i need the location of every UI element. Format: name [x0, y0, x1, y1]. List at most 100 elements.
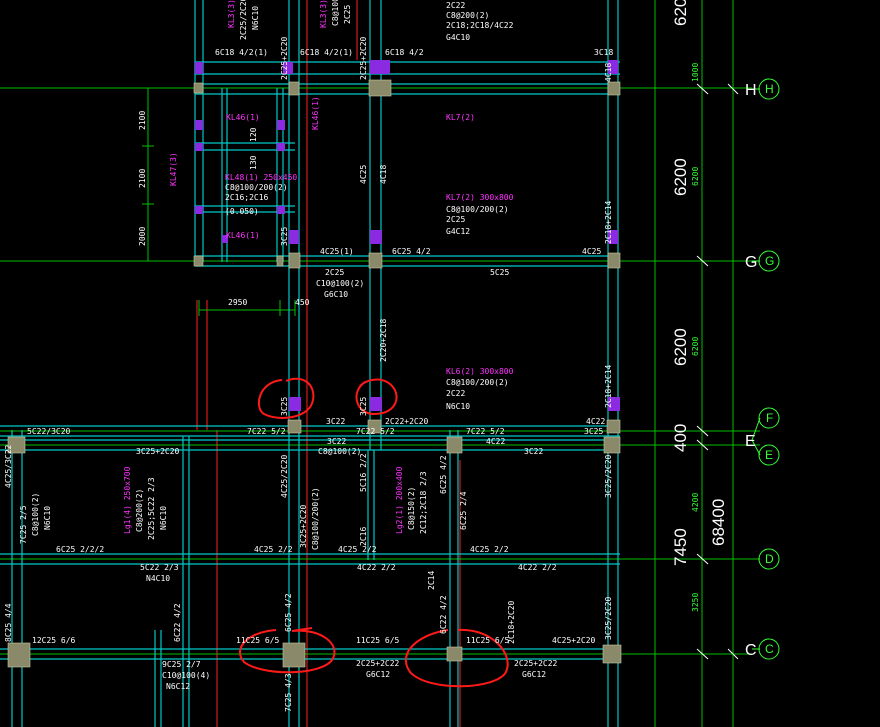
note: 3C25+2C20	[299, 504, 308, 548]
note: N6C10	[251, 6, 260, 30]
note: C8@100/200(2)	[225, 183, 288, 192]
note: 4C18	[604, 63, 613, 82]
markup-circle-2	[355, 378, 398, 416]
axis-bubble-H: H	[765, 82, 774, 96]
note: 2C25	[343, 5, 352, 24]
note: 2C18+2C14	[604, 200, 613, 244]
note: N6C12	[166, 682, 190, 691]
note: C8@100/200(2)	[311, 487, 320, 550]
note: 2C16	[359, 527, 368, 546]
note: G4C10	[446, 33, 470, 42]
note: 3C25	[280, 227, 289, 246]
note: C8@100(2)	[31, 493, 40, 536]
note: C8@100/200(2)	[446, 205, 509, 214]
note: 2C12;2C18 2/3	[419, 471, 428, 534]
dim-6200-mid: 6200	[671, 158, 690, 196]
note: 4C22	[586, 417, 605, 426]
note: 2C25+2C20	[359, 36, 368, 80]
axis-label-H: H	[745, 82, 757, 99]
note: 4C25/2C20	[280, 454, 289, 498]
note: 4C25 2/2	[254, 545, 293, 554]
note: N6C10	[43, 506, 52, 530]
note: 5C16 2/2	[359, 453, 368, 492]
note: 2C25	[325, 268, 344, 277]
dim-6200-top: 6200	[671, 0, 690, 26]
note: 11C25 6/5	[356, 636, 400, 645]
note: 2C20+2C18	[379, 318, 388, 362]
beams	[0, 0, 620, 727]
axis-bubble-G: G	[765, 254, 774, 268]
axis-label-C: C	[745, 642, 757, 659]
note: 3C22	[524, 447, 543, 456]
dim-green-4200: 4200	[691, 493, 700, 512]
dim-2950: 2950	[228, 298, 247, 307]
note: 4C25 2/2	[338, 545, 377, 554]
dim-2000: 2000	[138, 227, 147, 246]
markup-circle-4	[404, 628, 509, 688]
dim-6200-low: 6200	[671, 328, 690, 366]
note: 6C18 4/2(1)	[300, 48, 353, 57]
note: G6C10	[324, 290, 348, 299]
note: 6C25 2/2/2	[56, 545, 104, 554]
dim-130: 130	[249, 155, 258, 170]
note: 11C25 6/5	[466, 636, 510, 645]
columns	[7, 79, 622, 668]
note: C10@100(4)	[162, 671, 210, 680]
note: C10@100(2)	[316, 279, 364, 288]
dim-green-6200b: 6200	[691, 337, 700, 356]
note: 2C18+2C14	[604, 364, 613, 408]
dim-green-3250: 3250	[691, 593, 700, 612]
note: 6C25 2/4	[459, 491, 468, 530]
note: 3C25/2C20	[604, 454, 613, 498]
axis-bubbles	[751, 78, 780, 660]
axis-bubble-C: C	[765, 642, 774, 656]
note: 5C22 2/3	[140, 563, 179, 572]
dimension-texts: 6200 6200 6200 400 7450 68400 1000 6200 …	[138, 0, 728, 612]
note: 6C25 4/2	[284, 593, 293, 632]
note: 9C25 2/7	[162, 660, 201, 669]
note: 2C14	[427, 571, 436, 590]
note: N6C10	[159, 506, 168, 530]
rebar-marks	[195, 60, 620, 411]
note: 6C22 4/2	[439, 595, 448, 634]
red-markups	[238, 377, 509, 688]
markup-circle-3	[238, 627, 336, 674]
note: C8@200(2)	[446, 11, 489, 20]
note: C8@100	[331, 0, 340, 26]
note: 2C25+2C20	[280, 36, 289, 80]
note: 7C25 2/5	[19, 505, 28, 544]
note: 2C25	[446, 215, 465, 224]
note: 6C22 4/2	[173, 603, 182, 642]
axis-bubble-D: D	[765, 552, 774, 566]
dim-68400: 68400	[709, 499, 728, 546]
note: 3C22	[327, 437, 346, 446]
note: (0.050)	[225, 207, 259, 216]
note: 4C22 2/2	[518, 563, 557, 572]
axis-bubble-E: E	[765, 448, 773, 462]
note: 4C25 2/2	[470, 545, 509, 554]
beam-annotations: 6C18 4/2(1) 6C18 4/2(1) 6C18 4/2 3C18 2C…	[4, 0, 613, 712]
note: 4C22	[486, 437, 505, 446]
dim-400: 400	[671, 424, 690, 452]
markup-circle-1	[257, 377, 315, 419]
note: 4C25	[582, 247, 601, 256]
note: KL46(1)	[226, 113, 260, 122]
axis-label-G: G	[745, 254, 757, 271]
note: KL47(3)	[169, 152, 178, 186]
note: 2C25+2C22	[514, 659, 558, 668]
note: KL7(2) 300x800	[446, 193, 514, 202]
note: 8C25 4/4	[4, 603, 13, 642]
axis-labels: H H G G E F E D C C	[745, 82, 774, 659]
note: 7C22 5/2	[356, 427, 395, 436]
note: 6C18 4/2(1)	[215, 48, 268, 57]
note: 3C25	[584, 427, 603, 436]
note: C8@100/200(2)	[446, 378, 509, 387]
axis-label-E: E	[745, 433, 756, 450]
note: KL46(1)	[226, 231, 260, 240]
note: 3C25	[280, 397, 289, 416]
dimension-ticks	[696, 83, 739, 660]
note: 2C22	[446, 1, 465, 10]
note: 11C25 6/5	[236, 636, 280, 645]
note: 3C25+2C20	[136, 447, 180, 456]
